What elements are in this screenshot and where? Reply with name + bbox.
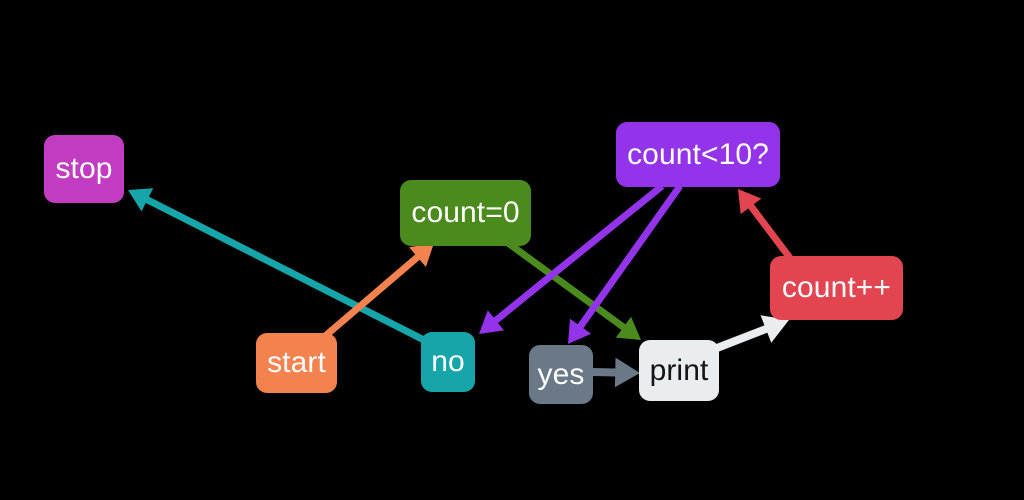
node-stop[interactable]: stop: [44, 135, 124, 203]
node-print[interactable]: print: [639, 340, 719, 401]
node-label: no: [431, 345, 465, 378]
node-label: count++: [781, 271, 892, 304]
node-countlt10[interactable]: count<10?: [616, 122, 780, 187]
node-yes[interactable]: yes: [529, 345, 593, 404]
node-label: count<10?: [627, 137, 769, 171]
node-no[interactable]: no: [421, 332, 475, 392]
node-count0[interactable]: count=0: [400, 180, 531, 246]
node-label: yes: [537, 357, 585, 391]
node-label: start: [267, 346, 326, 379]
node-countpp[interactable]: count++: [770, 256, 903, 320]
node-label: print: [649, 353, 709, 387]
node-label: count=0: [411, 196, 520, 229]
node-start[interactable]: start: [256, 333, 337, 393]
node-label: stop: [55, 152, 113, 185]
